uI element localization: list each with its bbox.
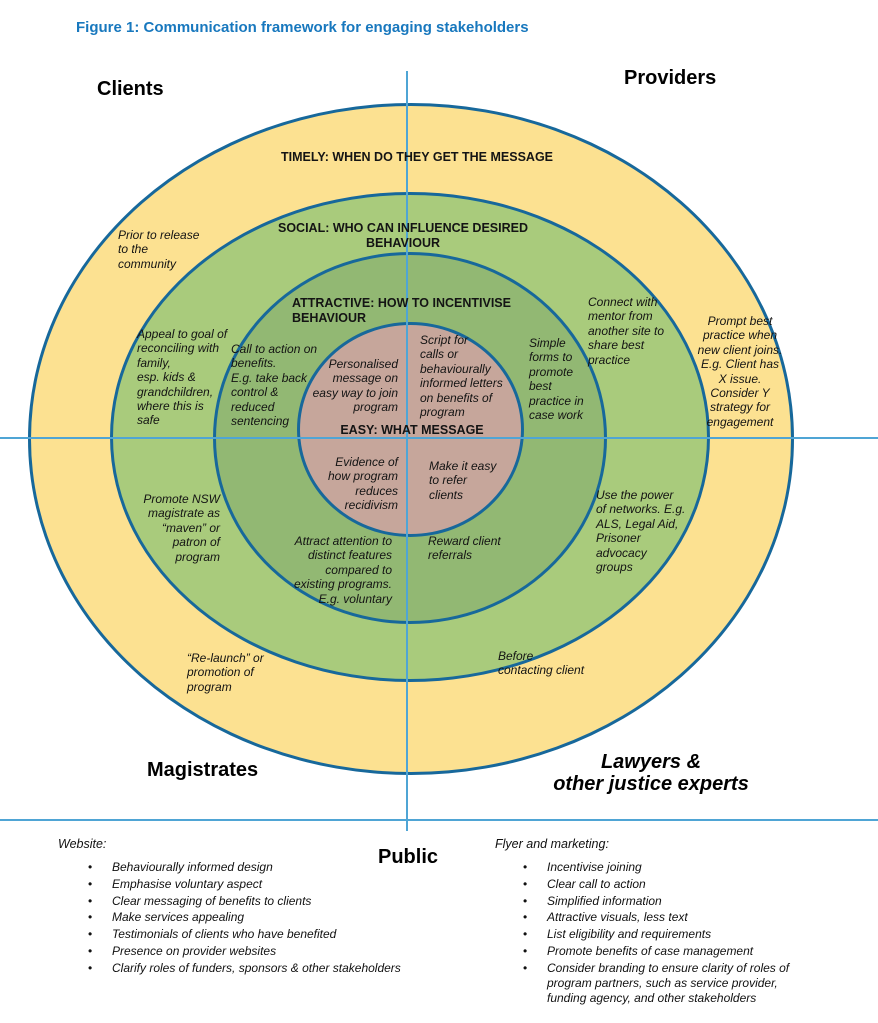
flyer-list-item: Simplified information [523, 894, 799, 910]
website-list-item: Behaviourally informed design [88, 860, 458, 876]
website-list-item: Clarify roles of funders, sponsors & oth… [88, 961, 458, 977]
annotation-power-of-networks: Use the power of networks. E.g. ALS, Leg… [596, 488, 686, 575]
annotation-evidence-recidivism: Evidence of how program reduces recidivi… [327, 455, 398, 513]
annotation-reward-referrals: Reward client referrals [428, 534, 501, 563]
annotation-connect-with-mentor: Connect with mentor from another site to… [588, 295, 665, 367]
annotation-make-it-easy-refer: Make it easy to refer clients [429, 459, 497, 502]
annotation-prompt-best-practice: Prompt best practice when new client joi… [697, 314, 783, 429]
vertical-axis-line [406, 71, 408, 831]
flyer-list-heading: Flyer and marketing: [495, 837, 609, 851]
website-list-item: Make services appealing [88, 910, 458, 926]
annotation-promote-magistrate: Promote NSW magistrate as “maven” or pat… [143, 492, 220, 564]
flyer-list: Incentivise joining Clear call to action… [521, 860, 799, 1008]
flyer-list-item: Attractive visuals, less text [523, 910, 799, 926]
figure-title: Figure 1: Communication framework for en… [76, 19, 529, 36]
annotation-appeal-to-family: Appeal to goal of reconciling with famil… [137, 327, 228, 428]
annotation-call-to-action: Call to action on benefits. E.g. take ba… [231, 342, 318, 429]
website-list: Behaviourally informed design Emphasise … [86, 860, 458, 978]
annotation-script-for-calls: Script for calls or behaviourally inform… [420, 333, 503, 420]
flyer-list-item: Clear call to action [523, 877, 799, 893]
annotation-prior-to-release: Prior to release to the community [118, 228, 200, 271]
annotation-relaunch-promotion: “Re-launch” or promotion of program [187, 651, 264, 694]
flyer-list-item: Consider branding to ensure clarity of r… [523, 961, 799, 1007]
website-list-item: Clear messaging of benefits to clients [88, 894, 458, 910]
quadrant-label-magistrates: Magistrates [147, 759, 259, 781]
ring-label-timely: TIMELY: WHEN DO THEY GET THE MESSAGE [280, 150, 553, 164]
bottom-divider-line [0, 819, 878, 821]
quadrant-label-providers: Providers [624, 67, 717, 89]
ring-label-easy: EASY: WHAT MESSAGE [340, 423, 484, 437]
annotation-attract-attention: Attract attention to distinct features c… [293, 534, 392, 606]
ring-easy-ellipse [297, 322, 524, 537]
ring-label-social: SOCIAL: WHO CAN INFLUENCE DESIRED BEHAVI… [278, 221, 528, 250]
horizontal-axis-line [0, 437, 878, 439]
quadrant-label-lawyers: Lawyers & other justice experts [553, 751, 749, 795]
annotation-simple-forms: Simple forms to promote best practice in… [529, 336, 584, 423]
annotation-personalised-message: Personalised message on easy way to join… [312, 357, 398, 415]
website-list-item: Testimonials of clients who have benefit… [88, 927, 458, 943]
website-list-heading: Website: [58, 837, 107, 851]
quadrant-label-clients: Clients [97, 78, 164, 100]
flyer-list-item: List eligibility and requirements [523, 927, 799, 943]
ring-label-attractive: ATTRACTIVE: HOW TO INCENTIVISE BEHAVIOUR [292, 296, 511, 325]
website-list-item: Emphasise voluntary aspect [88, 877, 458, 893]
flyer-list-item: Incentivise joining [523, 860, 799, 876]
flyer-list-item: Promote benefits of case management [523, 944, 799, 960]
annotation-before-contacting: Before contacting client [498, 649, 585, 678]
website-list-item: Presence on provider websites [88, 944, 458, 960]
